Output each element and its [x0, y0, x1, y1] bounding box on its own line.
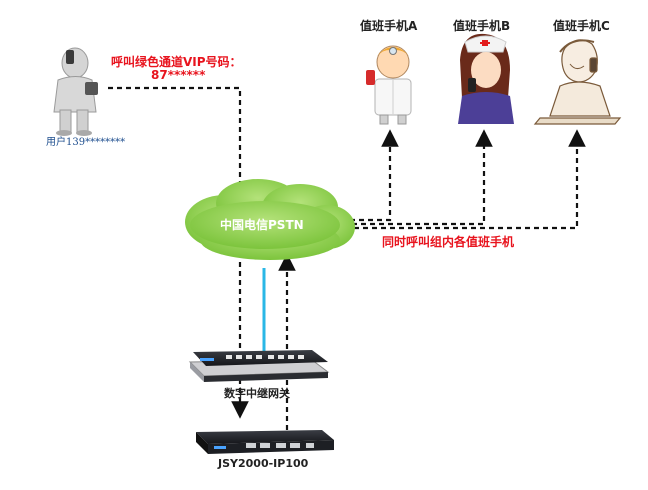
duty-phone-a-label: 值班手机A [360, 19, 418, 33]
pstn-cloud-label: 中国电信PSTN [220, 218, 304, 232]
vip-call-label-line1: 呼叫绿色通道VIP号码： [111, 55, 242, 69]
vip-call-label-line2: 87****** [151, 68, 206, 82]
duty-phone-b-label: 值班手机B [453, 19, 511, 33]
duty-phone-c-label: 值班手机C [553, 19, 610, 33]
gateway-device-icon [188, 350, 330, 382]
network-to-phones-lines [350, 129, 586, 230]
operator-sketch-icon [533, 39, 622, 125]
caller-person-icon [53, 47, 98, 136]
pstn-cloud [185, 179, 355, 260]
doctor-icon [366, 45, 412, 125]
nurse-icon [458, 33, 514, 124]
jsy2000-device-icon [196, 430, 334, 454]
jsy2000-label: JSY2000-IP100 [218, 457, 309, 470]
gateway-label: 数字中继网关 [224, 387, 290, 400]
ring-all-label: 同时呼叫组内各值班手机 [382, 235, 515, 249]
caller-label: 用户139******** [46, 137, 126, 148]
caller-to-network-line [108, 86, 249, 419]
